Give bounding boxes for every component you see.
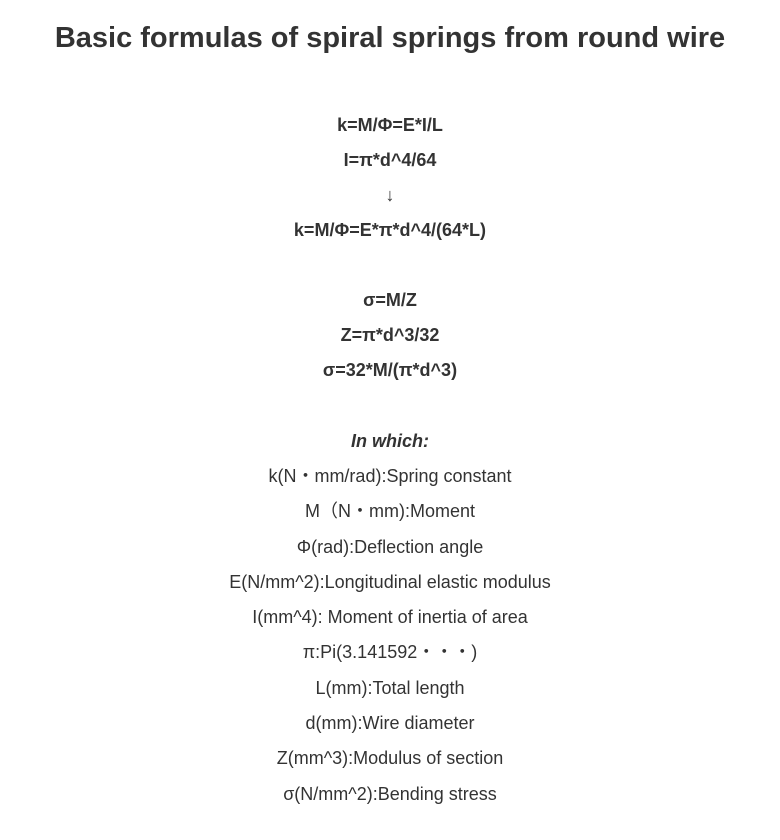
legend: In which: k(N・mm/rad):Spring constant M（… [0, 424, 780, 812]
legend-item: σ(N/mm^2):Bending stress [283, 783, 497, 804]
legend-item: M（N・mm):Moment [305, 501, 475, 522]
legend-item: I(mm^4): Moment of inertia of area [252, 607, 528, 628]
formula-spring-constant-expanded: k=M/Φ=E*π*d^4/(64*L) [293, 220, 487, 240]
legend-item: Z(mm^3):Modulus of section [276, 748, 504, 769]
page-title: Basic formulas of spiral springs from ro… [54, 22, 726, 54]
spring-constant-formulas: k=M/Φ=E*I/L I=π*d^4/64 ↓ k=M/Φ=E*π*d^4/(… [0, 108, 780, 248]
legend-item: d(mm):Wire diameter [305, 713, 475, 734]
formula-spring-constant: k=M/Φ=E*I/L [337, 115, 443, 135]
legend-item: k(N・mm/rad):Spring constant [268, 466, 512, 486]
legend-item: Φ(rad):Deflection angle [296, 536, 484, 557]
legend-heading: In which: [351, 431, 429, 451]
formula-section-modulus: Z=π*d^3/32 [340, 325, 440, 345]
legend-item: E(N/mm^2):Longitudinal elastic modulus [229, 571, 551, 592]
down-arrow-icon: ↓ [385, 185, 395, 205]
formula-moment-of-inertia: I=π*d^4/64 [343, 150, 437, 170]
legend-item: L(mm):Total length [315, 677, 465, 698]
legend-item: π:Pi(3.141592・・・) [302, 642, 478, 663]
formula-bending-stress-expanded: σ=32*M/(π*d^3) [322, 360, 458, 380]
stress-formulas: σ=M/Z Z=π*d^3/32 σ=32*M/(π*d^3) [0, 283, 780, 388]
formula-bending-stress: σ=M/Z [363, 290, 417, 310]
